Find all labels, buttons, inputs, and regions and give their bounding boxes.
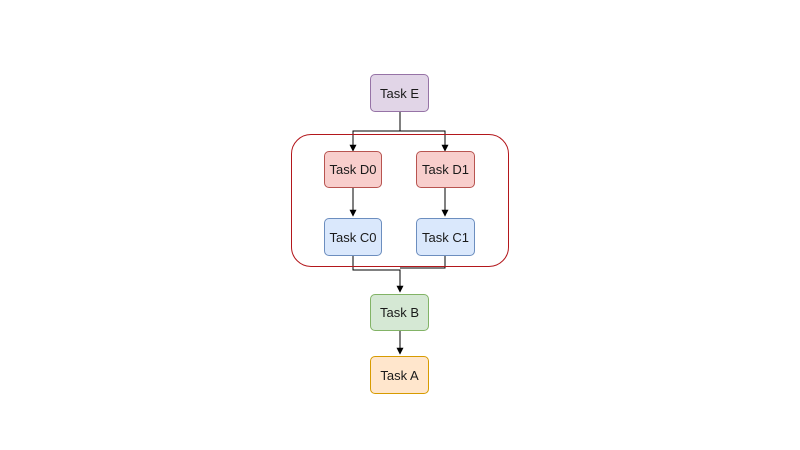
task-b-node[interactable]: Task B bbox=[370, 294, 429, 331]
task-c0-label: Task C0 bbox=[329, 229, 377, 245]
task-e-node[interactable]: Task E bbox=[370, 74, 429, 112]
edge-task-c0-to-task-b bbox=[352, 256, 404, 293]
task-d0-label: Task D0 bbox=[329, 162, 377, 177]
task-b-label: Task B bbox=[379, 305, 419, 320]
task-c1-node[interactable]: Task C1 bbox=[416, 218, 475, 256]
task-group-container bbox=[291, 134, 509, 267]
edge-task-e-to-task-d1 bbox=[399, 112, 449, 152]
task-d1-label: Task D1 bbox=[422, 162, 469, 177]
task-c0-node[interactable]: Task C0 bbox=[324, 218, 382, 256]
task-e-label: Task E bbox=[379, 85, 419, 101]
task-a-node[interactable]: Task A bbox=[370, 356, 429, 394]
task-d1-node[interactable]: Task D1 bbox=[416, 151, 475, 188]
edge-task-c1-to-task-b bbox=[400, 256, 446, 269]
task-a-label: Task A bbox=[380, 367, 419, 383]
task-c1-label: Task C1 bbox=[422, 229, 469, 245]
task-d0-node[interactable]: Task D0 bbox=[324, 151, 382, 188]
